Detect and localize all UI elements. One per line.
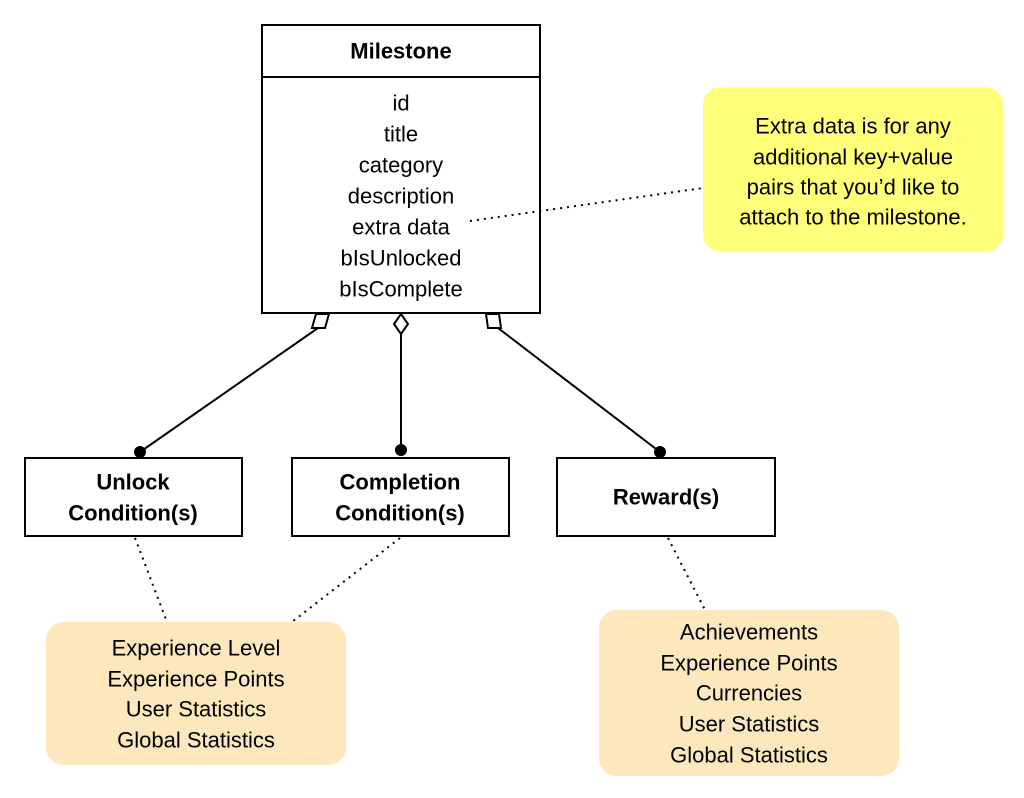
note-line: attach to the milestone. bbox=[739, 205, 966, 230]
list-item: Experience Points bbox=[107, 667, 284, 692]
attribute: extra data bbox=[352, 215, 451, 240]
dotted-connector bbox=[134, 537, 168, 623]
box-label: Unlock bbox=[96, 470, 170, 495]
extra-data-note: Extra data is for any additional key+val… bbox=[703, 87, 1003, 252]
attribute: id bbox=[392, 91, 409, 116]
list-item: Currencies bbox=[696, 681, 802, 706]
list-item: User Statistics bbox=[126, 697, 267, 722]
dotted-connector bbox=[291, 537, 401, 623]
rewards-box: Reward(s) bbox=[556, 457, 776, 537]
attribute: category bbox=[359, 153, 443, 178]
note-connector bbox=[469, 187, 704, 222]
box-label: Reward(s) bbox=[613, 485, 719, 510]
list-item: Experience Level bbox=[112, 636, 281, 661]
list-item: User Statistics bbox=[679, 712, 820, 737]
rewards-list: Achievements Experience Points Currencie… bbox=[599, 610, 899, 776]
aggregation-diamond-icon bbox=[484, 313, 503, 329]
box-label: Condition(s) bbox=[68, 501, 198, 526]
list-item: Global Statistics bbox=[670, 743, 828, 768]
endpoint-dot bbox=[654, 446, 666, 458]
unlock-conditions-box: Unlock Condition(s) bbox=[24, 457, 243, 537]
attribute: bIsUnlocked bbox=[340, 246, 461, 271]
endpoint-dot bbox=[395, 444, 407, 456]
completion-connector bbox=[392, 312, 410, 456]
box-label: Completion bbox=[340, 470, 461, 495]
reward-connector bbox=[484, 313, 666, 458]
attribute: description bbox=[348, 184, 454, 209]
list-item: Achievements bbox=[680, 620, 818, 645]
milestone-class-box: Milestone id title category description … bbox=[261, 24, 541, 314]
list-item: Experience Points bbox=[660, 651, 837, 676]
aggregation-diamond-icon bbox=[310, 313, 331, 329]
attribute: bIsComplete bbox=[339, 277, 463, 302]
dotted-connector bbox=[667, 537, 706, 611]
note-line: Extra data is for any bbox=[755, 114, 951, 139]
box-label: Condition(s) bbox=[335, 501, 465, 526]
note-line: pairs that you’d like to bbox=[747, 175, 960, 200]
unlock-connector bbox=[134, 313, 331, 458]
list-item: Global Statistics bbox=[117, 728, 275, 753]
attribute: title bbox=[384, 122, 418, 147]
milestone-title: Milestone bbox=[350, 39, 451, 64]
completion-conditions-box: Completion Condition(s) bbox=[291, 457, 510, 537]
conditions-list: Experience Level Experience Points User … bbox=[46, 622, 346, 765]
note-line: additional key+value bbox=[753, 145, 953, 170]
aggregation-diamond-icon bbox=[392, 312, 410, 336]
endpoint-dot bbox=[134, 446, 146, 458]
